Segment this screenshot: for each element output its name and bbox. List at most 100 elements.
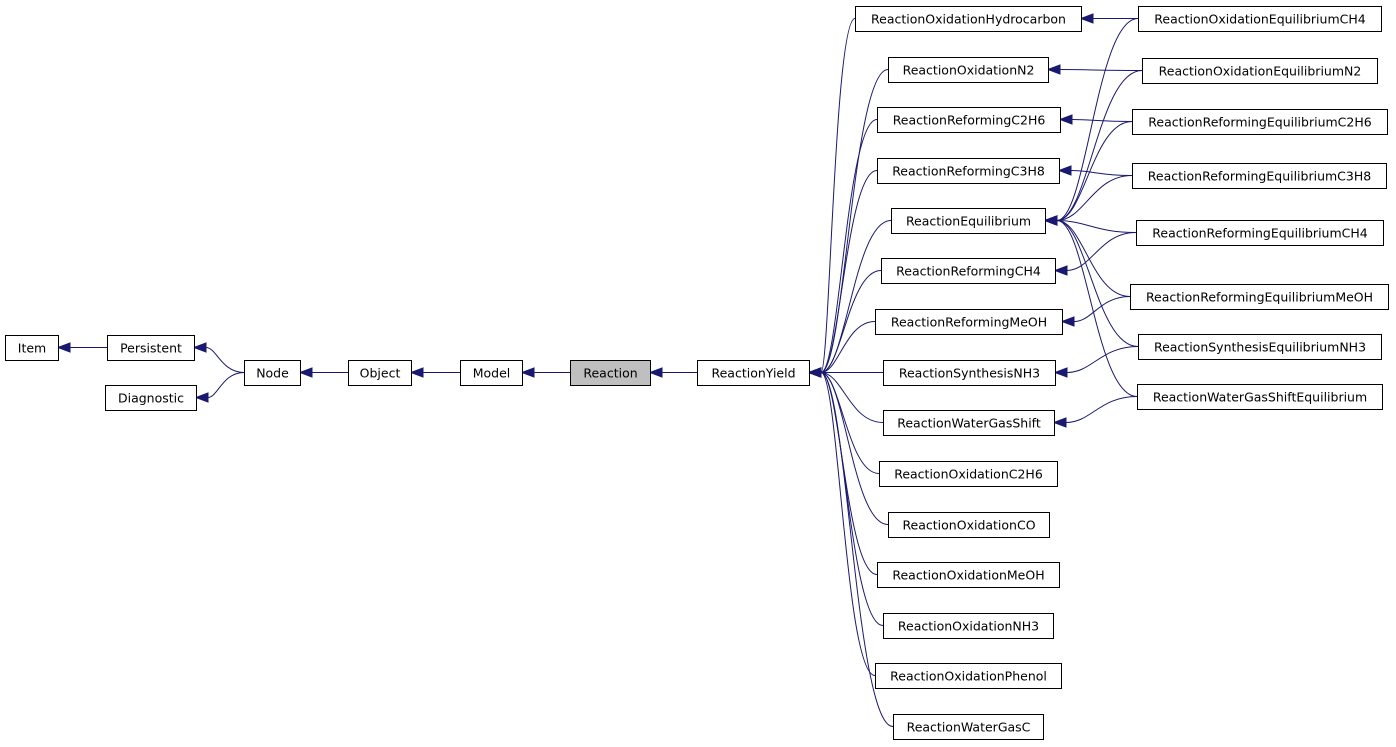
node-label: ReactionWaterGasShiftEquilibrium (1153, 390, 1367, 405)
node-label: ReactionReformingC3H8 (892, 164, 1045, 179)
class-node-reactionoxidationco[interactable]: ReactionOxidationCO (888, 512, 1050, 538)
node-label: ReactionWaterGasC (907, 720, 1031, 735)
class-node-reactionreformingequilibriumc2h6[interactable]: ReactionReformingEquilibriumC2H6 (1132, 109, 1388, 135)
node-label: Diagnostic (118, 391, 184, 406)
class-node-reactionoxidationhydrocarbon[interactable]: ReactionOxidationHydrocarbon (855, 6, 1082, 32)
edge-wgc-to-reactionyield (820, 372, 894, 727)
node-label: ReactionYield (711, 366, 795, 381)
node-box (570, 360, 651, 386)
arrowhead-wgc-to-reactionyield (807, 367, 822, 378)
class-node-reactionreformingc3h8[interactable]: ReactionReformingC3H8 (877, 158, 1060, 184)
node-label: ReactionReformingCH4 (896, 264, 1041, 279)
arrowhead-eqrefch4-to-refch4 (1053, 265, 1068, 276)
node-box (877, 158, 1060, 184)
node-box (877, 107, 1061, 133)
node-box (1132, 163, 1387, 189)
edge-node-to-diagnostic (207, 372, 245, 398)
edge-eqrefch4-to-refch4 (1066, 232, 1137, 271)
class-node-reactionreformingmeoh[interactable]: ReactionReformingMeOH (875, 309, 1063, 335)
node-label: ReactionOxidationNH3 (898, 619, 1039, 634)
class-node-reactionsynthesisequilibriumnh3[interactable]: ReactionSynthesisEquilibriumNH3 (1138, 334, 1382, 360)
node-box (881, 258, 1056, 284)
class-node-reaction[interactable]: Reaction (570, 360, 651, 386)
node-label: ReactionOxidationN2 (903, 63, 1035, 78)
class-node-reactionoxidationphenol[interactable]: ReactionOxidationPhenol (875, 663, 1062, 689)
class-node-reactionoxidationmeoh[interactable]: ReactionOxidationMeOH (877, 562, 1060, 588)
node-box (1132, 109, 1388, 135)
node-box (244, 360, 301, 386)
class-node-reactionsynthesisnh3[interactable]: ReactionSynthesisNH3 (883, 360, 1056, 386)
node-label: ReactionReformingC2H6 (893, 113, 1046, 128)
node-box (697, 360, 810, 386)
arrowhead-eqoxn2-to-oxn2 (1046, 64, 1061, 75)
node-label: ReactionOxidationPhenol (890, 669, 1047, 684)
edge-oxco-to-reactionyield (820, 372, 889, 525)
node-label: ReactionOxidationHydrocarbon (871, 12, 1066, 27)
class-node-reactionequilibrium[interactable]: ReactionEquilibrium (891, 208, 1046, 234)
edge-refc2h6-to-reactionyield (820, 119, 878, 373)
edge-eqrefc3h8-to-refc3h8 (1070, 170, 1133, 176)
edge-eqoxch4-to-equilibrium (1056, 18, 1139, 221)
node-label: ReactionReformingEquilibriumCH4 (1152, 226, 1368, 241)
node-label: ReactionEquilibrium (906, 214, 1031, 229)
class-node-reactionoxidationnh3[interactable]: ReactionOxidationNH3 (883, 613, 1054, 639)
class-node-reactionwatergasshiftequilibrium[interactable]: ReactionWaterGasShiftEquilibrium (1137, 384, 1383, 410)
class-node-item[interactable]: Item (5, 335, 59, 361)
edges-layer (56, 13, 1143, 727)
node-box (107, 335, 195, 361)
arrowhead-reactionyield-to-reaction (648, 367, 663, 378)
node-box (1130, 284, 1389, 310)
node-label: ReactionSynthesisEquilibriumNH3 (1154, 340, 1366, 355)
node-label: Item (18, 341, 46, 356)
node-box (893, 714, 1044, 740)
node-box (883, 613, 1054, 639)
class-node-reactionwatergasc[interactable]: ReactionWaterGasC (893, 714, 1044, 740)
node-box (875, 309, 1063, 335)
node-label: Persistent (120, 341, 182, 356)
node-box (855, 6, 1082, 32)
arrowhead-persistent-to-item (56, 342, 71, 353)
node-label: Model (473, 366, 511, 381)
class-node-reactionoxidationn2[interactable]: ReactionOxidationN2 (888, 57, 1049, 83)
node-box (891, 208, 1046, 234)
node-label: ReactionReformingEquilibriumMeOH (1146, 290, 1373, 305)
edge-eqsynnh3-to-equilibrium (1056, 220, 1139, 347)
node-box (888, 512, 1050, 538)
class-node-persistent[interactable]: Persistent (107, 335, 195, 361)
node-label: ReactionOxidationC2H6 (894, 467, 1043, 482)
node-label: ReactionReformingEquilibriumC2H6 (1148, 115, 1371, 130)
class-node-reactionreformingequilibriumc3h8[interactable]: ReactionReformingEquilibriumC3H8 (1132, 163, 1387, 189)
class-node-reactionreformingequilibriumch4[interactable]: ReactionReformingEquilibriumCH4 (1136, 220, 1384, 246)
class-node-diagnostic[interactable]: Diagnostic (105, 385, 197, 411)
class-node-node[interactable]: Node (244, 360, 301, 386)
class-node-reactionreformingc2h6[interactable]: ReactionReformingC2H6 (877, 107, 1061, 133)
node-label: ReactionReformingEquilibriumC3H8 (1148, 169, 1371, 184)
node-box (883, 360, 1056, 386)
node-box (875, 663, 1062, 689)
arrowhead-eqrefmeoh-to-refmeoh (1060, 316, 1075, 327)
arrowhead-eqoxch4-to-oxhydrocarbon (1079, 13, 1094, 24)
class-node-reactionoxidationequilibriumn2[interactable]: ReactionOxidationEquilibriumN2 (1142, 58, 1378, 84)
class-node-object[interactable]: Object (348, 360, 412, 386)
arrowhead-eqrefc3h8-to-refc3h8 (1057, 165, 1072, 176)
arrowhead-eqrefc2h6-to-refc2h6 (1058, 114, 1073, 125)
edge-oxmeoh-to-reactionyield (820, 372, 878, 575)
class-node-reactionyield[interactable]: ReactionYield (697, 360, 810, 386)
class-node-reactionreformingequilibriummeoh[interactable]: ReactionReformingEquilibriumMeOH (1130, 284, 1389, 310)
node-label: ReactionOxidationEquilibriumN2 (1159, 64, 1362, 79)
class-node-model[interactable]: Model (460, 360, 523, 386)
arrowhead-node-to-diagnostic (194, 392, 209, 403)
edge-refc3h8-to-reactionyield (820, 170, 878, 373)
class-node-reactionoxidationequilibriumch4[interactable]: ReactionOxidationEquilibriumCH4 (1138, 6, 1382, 32)
class-node-reactionwatergasshift[interactable]: ReactionWaterGasShift (883, 410, 1055, 436)
edge-oxnh3-to-reactionyield (820, 372, 884, 626)
edge-eqrefc2h6-to-refc2h6 (1071, 119, 1133, 122)
edge-refmeoh-to-reactionyield (820, 321, 876, 373)
arrowhead-model-to-object (409, 367, 424, 378)
class-node-reactionoxidationc2h6[interactable]: ReactionOxidationC2H6 (879, 461, 1058, 487)
node-box (1137, 384, 1383, 410)
class-node-reactionreformingch4[interactable]: ReactionReformingCH4 (881, 258, 1056, 284)
node-box (1138, 6, 1382, 32)
arrowhead-eqwgs-to-equilibrium (1043, 215, 1058, 226)
